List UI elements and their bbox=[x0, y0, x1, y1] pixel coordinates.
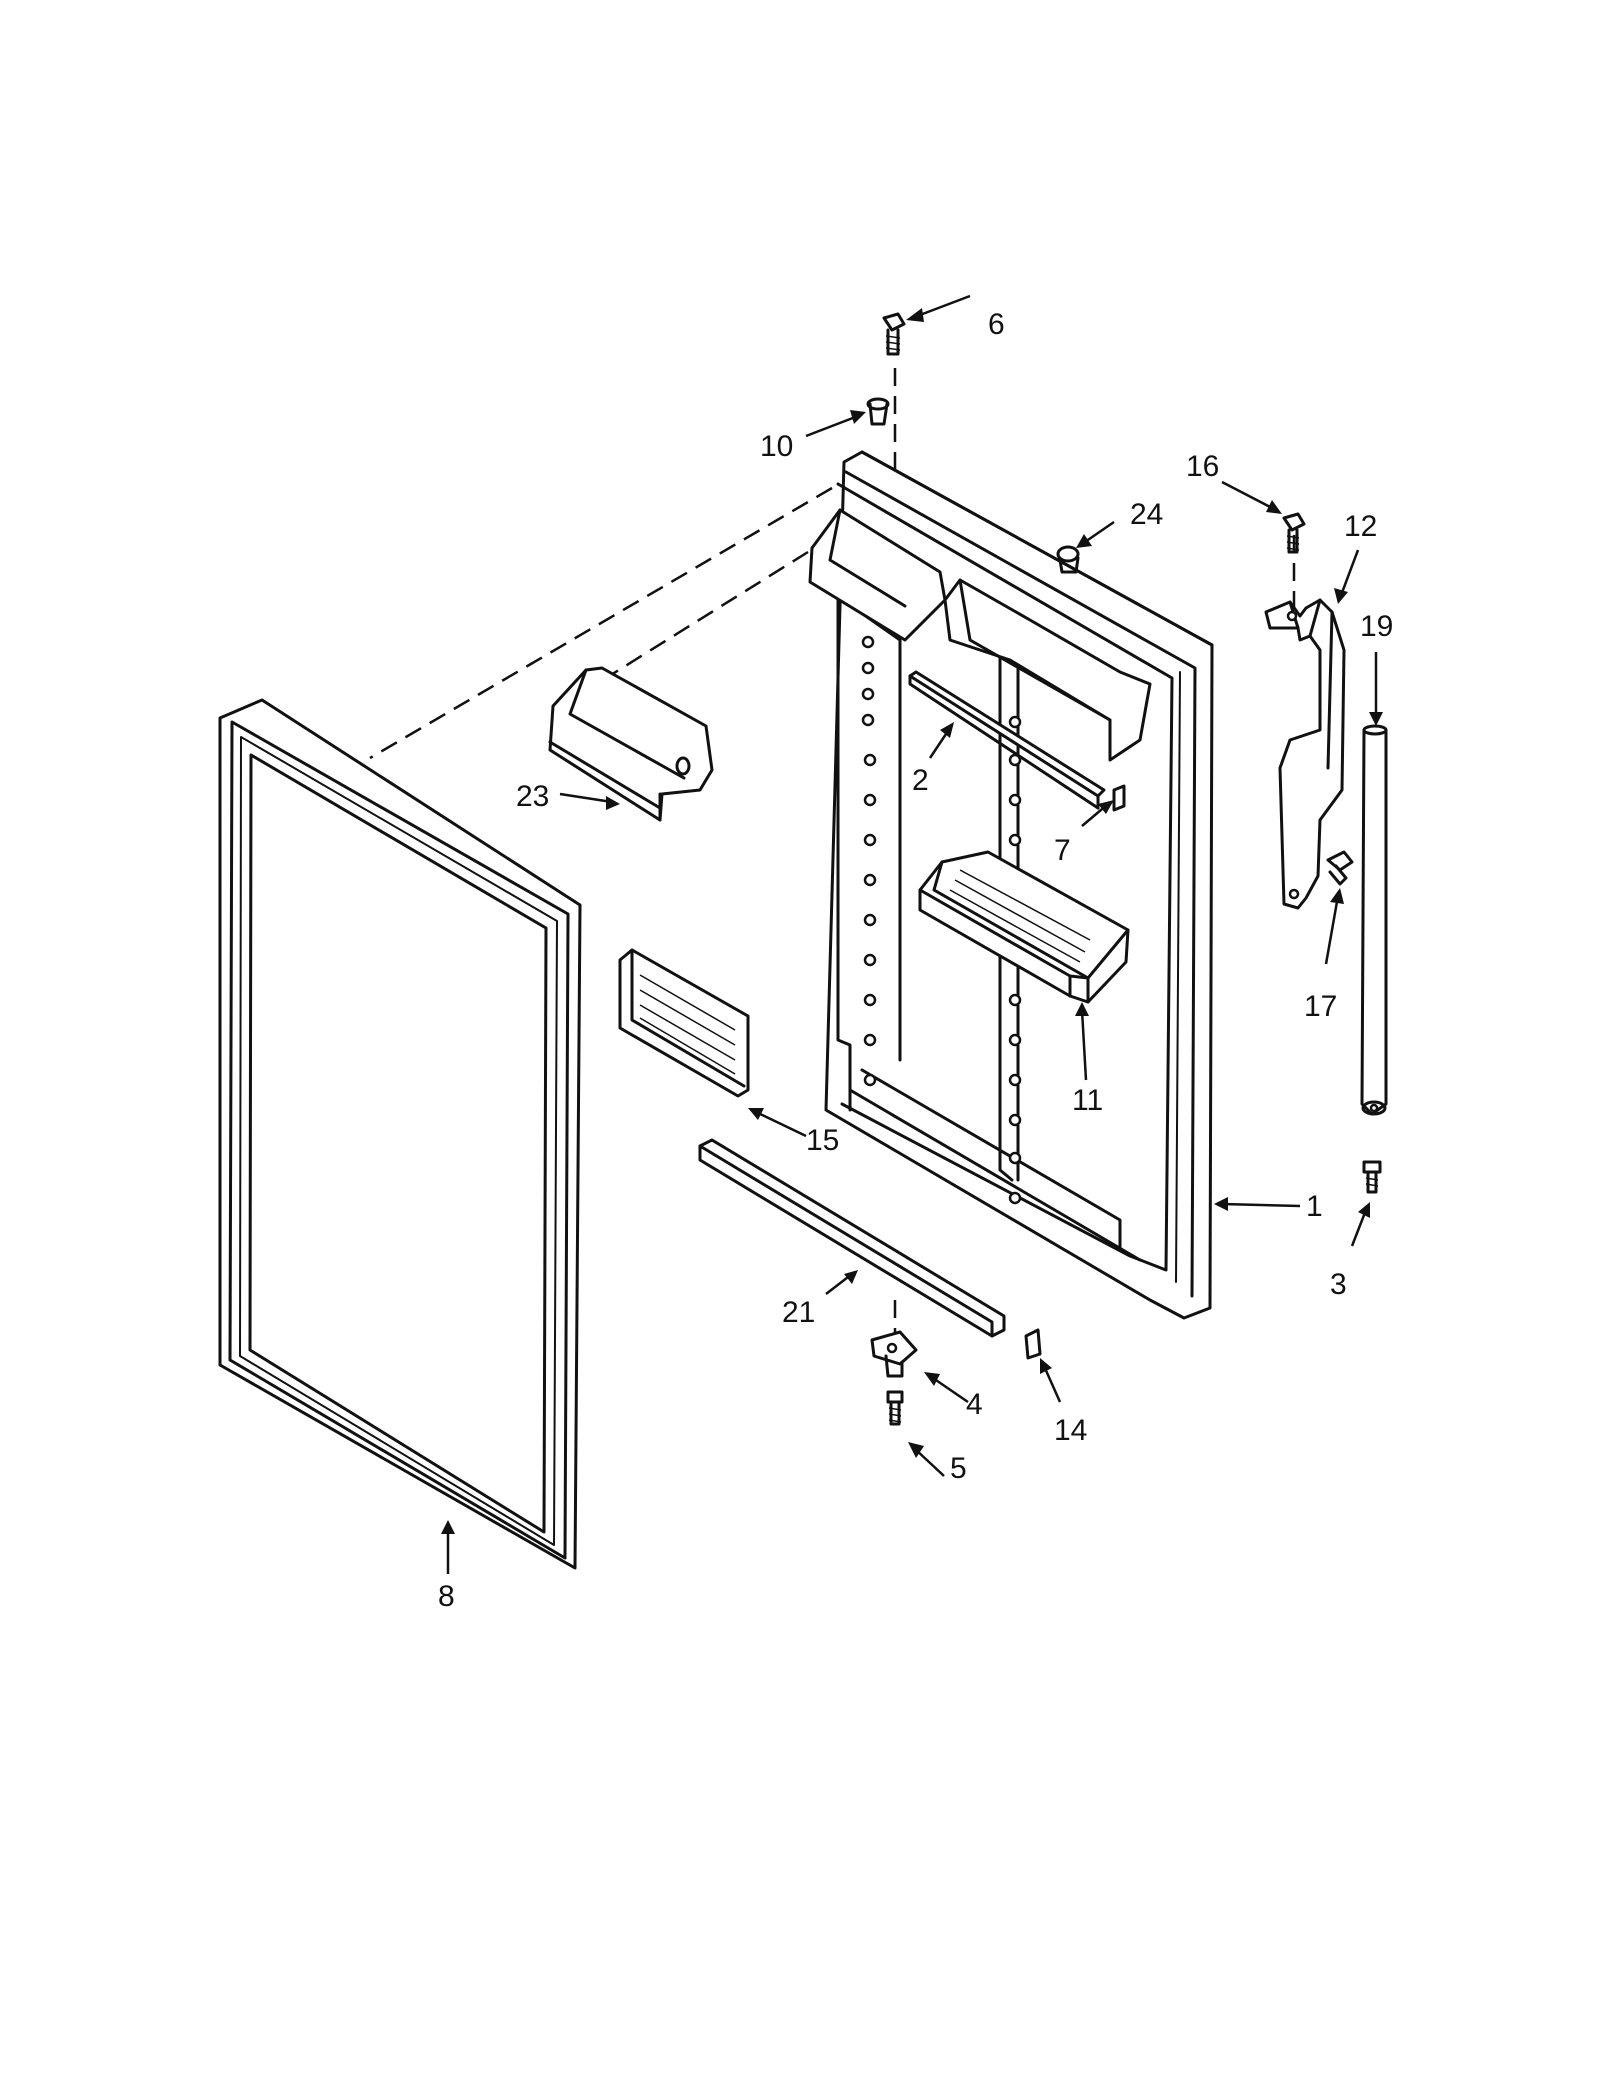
leader-8 bbox=[441, 1520, 455, 1574]
leader-19 bbox=[1369, 652, 1383, 726]
leader-5 bbox=[908, 1442, 945, 1477]
handle-screw-17 bbox=[1326, 850, 1354, 886]
leader-21 bbox=[825, 1270, 858, 1295]
callout-12: 12 bbox=[1344, 510, 1377, 543]
callout-16: 16 bbox=[1186, 450, 1219, 483]
callout-8: 8 bbox=[438, 1580, 455, 1613]
right-rail-pegs bbox=[1008, 715, 1022, 1205]
leader-24 bbox=[1076, 520, 1115, 548]
top-screw-6 bbox=[882, 312, 906, 356]
callout-2: 2 bbox=[912, 764, 929, 797]
callout-23: 23 bbox=[516, 780, 549, 813]
door-plug-24 bbox=[1056, 545, 1080, 574]
callout-15: 15 bbox=[806, 1124, 839, 1157]
callout-11: 11 bbox=[1072, 1084, 1103, 1117]
callout-19: 19 bbox=[1360, 610, 1393, 643]
leader-11 bbox=[1075, 1002, 1089, 1081]
leader-3 bbox=[1350, 1202, 1370, 1247]
leader-15 bbox=[748, 1108, 807, 1138]
callout-1: 1 bbox=[1306, 1190, 1323, 1223]
left-rail-pegs bbox=[861, 635, 877, 1087]
leader-1 bbox=[1214, 1197, 1301, 1211]
callout-10: 10 bbox=[760, 430, 793, 463]
shelf-bar bbox=[908, 670, 1106, 810]
callout-6: 6 bbox=[988, 308, 1005, 341]
leader-7 bbox=[1081, 800, 1114, 827]
callout-leaders bbox=[441, 294, 1383, 1574]
leader-4 bbox=[924, 1372, 969, 1404]
leader-14 bbox=[1040, 1358, 1062, 1403]
leader-2 bbox=[928, 722, 954, 759]
door-handle bbox=[1264, 598, 1346, 910]
callout-3: 3 bbox=[1330, 1268, 1347, 1301]
callout-7: 7 bbox=[1054, 834, 1071, 867]
leader-23 bbox=[559, 792, 620, 810]
rod-screw-3 bbox=[1362, 1160, 1382, 1194]
bottom-trim-bar bbox=[698, 1138, 1006, 1338]
hinge-plug bbox=[866, 397, 890, 426]
door-bin bbox=[918, 850, 1130, 1004]
handle-rod bbox=[1360, 724, 1388, 1116]
leader-10 bbox=[805, 410, 866, 438]
trim-badge bbox=[618, 948, 750, 1098]
handle-screw-16 bbox=[1282, 512, 1306, 554]
callout-14: 14 bbox=[1054, 1414, 1087, 1447]
dairy-cover bbox=[548, 666, 714, 822]
leader-16 bbox=[1221, 480, 1282, 514]
leader-17 bbox=[1324, 888, 1344, 965]
leader-12 bbox=[1334, 549, 1360, 604]
leader-6 bbox=[906, 294, 971, 322]
callout-24: 24 bbox=[1130, 498, 1163, 531]
callout-21: 21 bbox=[782, 1296, 815, 1329]
hinge-screw-5 bbox=[886, 1390, 904, 1426]
door-gasket bbox=[218, 698, 582, 1570]
callout-17: 17 bbox=[1304, 990, 1337, 1023]
callout-5: 5 bbox=[950, 1452, 967, 1485]
trim-end-cap bbox=[1024, 1328, 1042, 1360]
shelf-end-cap bbox=[1112, 784, 1126, 812]
callout-labels: 6 10 24 16 12 19 2 7 23 17 11 15 1 3 21 … bbox=[438, 308, 1393, 1613]
bottom-hinge bbox=[870, 1330, 918, 1378]
callout-4: 4 bbox=[966, 1388, 983, 1421]
